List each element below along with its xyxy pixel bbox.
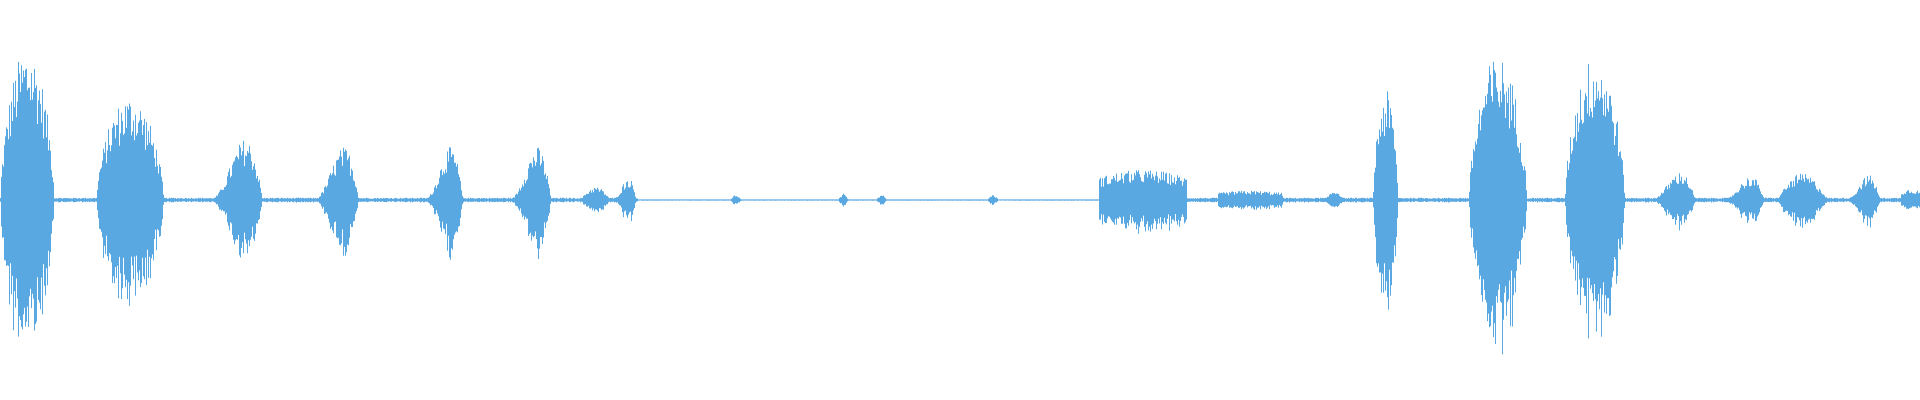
waveform-samples <box>0 61 1920 355</box>
